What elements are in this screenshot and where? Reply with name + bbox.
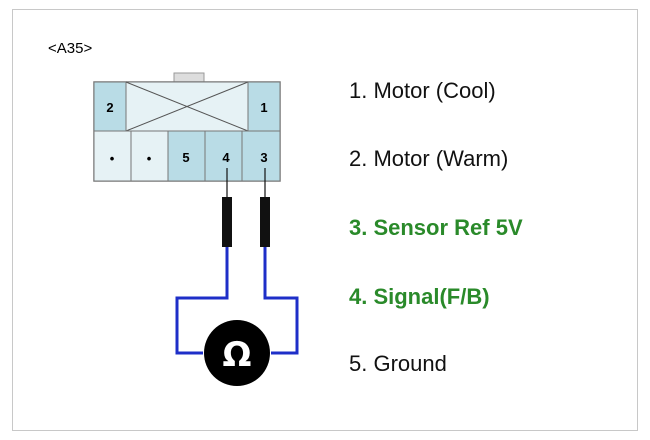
legend-item-1: 1. Motor (Cool) <box>349 78 496 103</box>
pin-dot-a: • <box>110 151 115 166</box>
diagram-frame <box>12 9 638 431</box>
wire-pin-4 <box>175 247 229 355</box>
pin-label-2: 2 <box>106 100 113 115</box>
pin-dot-b: • <box>147 151 152 166</box>
pin-label-3: 3 <box>260 150 267 165</box>
legend-item-4: 4. Signal(F/B) <box>349 284 490 309</box>
pin-cell-3 <box>241 130 281 182</box>
legend-item-5: 5. Ground <box>349 351 447 376</box>
pin-label-1: 1 <box>260 100 267 115</box>
probe-tip-3 <box>260 197 270 247</box>
blank-cavity-cross-b <box>125 81 249 132</box>
pin-label-5: 5 <box>182 150 189 165</box>
pin-cell-2 <box>93 81 127 132</box>
legend-item-2: 2. Motor (Warm) <box>349 146 509 171</box>
pin-label-4: 4 <box>222 150 230 165</box>
wire-pin-3 <box>263 247 299 355</box>
ohmmeter <box>204 320 270 386</box>
probe-tip-4 <box>222 197 232 247</box>
connector-label: <A35> <box>48 40 93 57</box>
connector-tab <box>173 72 205 83</box>
legend-item-3: 3. Sensor Ref 5V <box>349 215 523 240</box>
pin-cell-5 <box>167 130 206 182</box>
pin-cell-empty-a <box>93 130 132 182</box>
omega-icon: Ω <box>223 335 252 375</box>
pin-cell-1 <box>247 81 281 132</box>
